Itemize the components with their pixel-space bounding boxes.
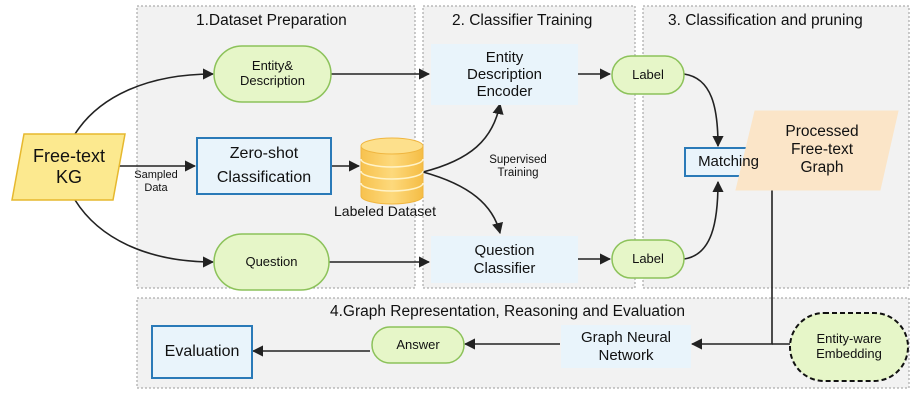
- question-shape: [213, 233, 330, 291]
- answer-shape: [371, 326, 465, 364]
- processed-graph-line3: Graph: [800, 158, 844, 176]
- edge-dataset-to-encoder: [422, 102, 504, 173]
- processed-graph-line2: Free-text: [790, 141, 853, 159]
- matching-node: Matching: [698, 153, 759, 171]
- label-bottom-shape: [611, 239, 685, 279]
- entity-description-line2: Description: [239, 73, 306, 88]
- zeroshot-node: Zero-shot Classification: [197, 138, 331, 194]
- gnn-shape: [561, 325, 691, 368]
- edge-kg-to-entity: [74, 68, 215, 135]
- edge-label-bottom-to-matching: [683, 180, 724, 260]
- edge-dataset-to-qclassifier: [422, 171, 503, 235]
- entity-description-node: Entity& Description: [214, 46, 331, 102]
- labeled-dataset-label: Labeled Dataset: [334, 202, 436, 219]
- encoder-line1: Entity: [485, 48, 524, 66]
- answer-node: Answer: [396, 336, 440, 352]
- qclassifier-line2: Classifier: [473, 259, 536, 277]
- qclassifier-shape: [431, 236, 578, 283]
- supervised-training-line1: Supervised: [489, 153, 547, 166]
- qclassifier-line1: Question: [474, 242, 535, 260]
- label-top-node: Label: [632, 66, 664, 82]
- encoder-line2: Description: [466, 65, 543, 83]
- evaluation-shape: [151, 325, 253, 379]
- gnn-line2: Network: [598, 346, 654, 364]
- qclassifier-node: Question Classifier: [431, 236, 578, 283]
- sampled-data-line1: Sampled: [134, 169, 178, 182]
- sampled-data-line2: Data: [144, 182, 168, 194]
- label-bottom-node: Label: [632, 250, 664, 266]
- processed-graph-shape: [735, 110, 899, 191]
- label-top-shape: [611, 55, 685, 95]
- supervised-training-label: Supervised Training: [476, 150, 560, 184]
- embedding-shape: [789, 312, 909, 382]
- region-graph-reasoning: [136, 297, 910, 389]
- encoder-node: Entity Description Encoder: [431, 44, 578, 105]
- zeroshot-line2: Classification: [216, 169, 312, 186]
- processed-graph-node: Processed Free-text Graph: [760, 114, 884, 186]
- edge-label-top-to-matching: [683, 73, 724, 148]
- gnn-node: Graph Neural Network: [561, 325, 691, 368]
- entity-description-shape: [213, 45, 332, 103]
- section-title-classification-pruning: 3. Classification and pruning: [668, 12, 863, 29]
- processed-graph-line1: Processed: [785, 123, 859, 141]
- embedding-line2: Embedding: [816, 346, 882, 361]
- section-title-classifier-training: 2. Classifier Training: [452, 12, 593, 29]
- question-node: Question: [245, 253, 298, 269]
- freetext-kg-line1: Free-text: [32, 146, 106, 167]
- supervised-training-line2: Training: [497, 167, 539, 179]
- sampled-data-label: Sampled Data: [126, 168, 186, 196]
- freetext-kg-node: Free-text KG: [14, 136, 124, 198]
- evaluation-node: Evaluation: [164, 342, 240, 360]
- edge-kg-to-question: [74, 199, 215, 268]
- zeroshot-line1: Zero-shot: [229, 145, 299, 162]
- encoder-shape: [431, 44, 578, 105]
- embedding-node: Entity-ware Embedding: [790, 313, 908, 381]
- zeroshot-shape: [196, 137, 332, 195]
- section-title-graph-reasoning: 4.Graph Representation, Reasoning and Ev…: [330, 303, 686, 320]
- gnn-line1: Graph Neural: [580, 329, 672, 347]
- encoder-line3: Encoder: [476, 83, 533, 101]
- freetext-kg-line2: KG: [55, 167, 82, 187]
- embedding-line1: Entity-ware: [816, 331, 882, 347]
- freetext-kg-shape: [11, 133, 126, 201]
- labeled-dataset-cylinder: [360, 137, 424, 205]
- entity-description-line1: Entity&: [251, 58, 294, 74]
- section-title-dataset-preparation: 1.Dataset Preparation: [196, 12, 347, 29]
